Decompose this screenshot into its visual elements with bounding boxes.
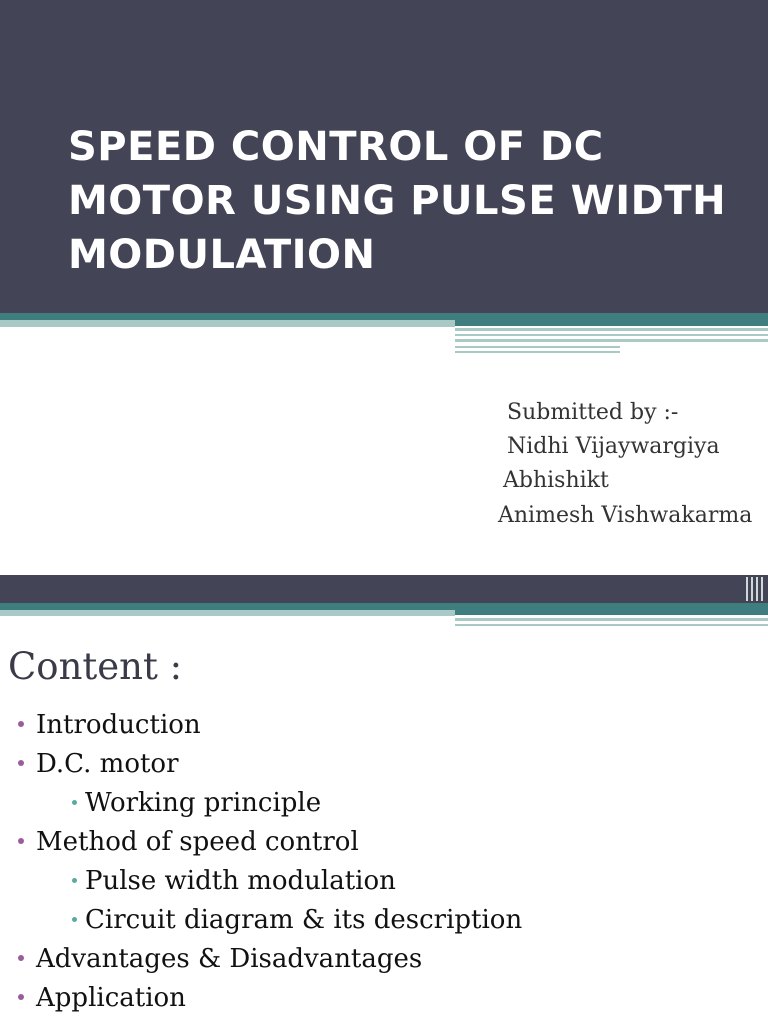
teal-stripe-right — [455, 610, 768, 615]
bullet-icon — [18, 838, 24, 844]
header-band — [0, 575, 768, 603]
list-item: Introduction — [18, 710, 201, 740]
list-item: Application — [18, 983, 186, 1013]
content-heading: Content : — [8, 645, 183, 688]
slide-title: SPEED CONTROL OF DC MOTOR USING PULSE WI… — [68, 124, 727, 278]
thin-stripe-4 — [455, 346, 620, 348]
list-item: Circuit diagram & its description — [72, 905, 522, 935]
title-slide: SPEED CONTROL OF DC MOTOR USING PULSE WI… — [0, 0, 768, 528]
light-stripe — [0, 610, 455, 616]
decor-tick — [756, 577, 758, 601]
author-name: Animesh Vishwakarma — [498, 503, 753, 528]
author-name: Nidhi Vijaywargiya — [507, 434, 720, 459]
decor-tick — [751, 577, 753, 601]
decor-tick — [761, 577, 763, 601]
thin-stripe-3 — [455, 339, 768, 342]
list-item: Method of speed control — [18, 827, 359, 857]
list-item: Pulse width modulation — [72, 866, 396, 896]
bullet-icon — [18, 760, 24, 766]
bullet-icon — [72, 877, 77, 883]
thin-stripe-5 — [455, 351, 620, 353]
bullet-icon — [18, 955, 24, 961]
thin-stripe-2 — [455, 334, 768, 336]
content-list: Introduction D.C. motor Working principl… — [0, 575, 768, 1024]
author-name: Abhishikt — [503, 468, 609, 493]
teal-stripe — [0, 603, 768, 610]
thin-stripe-1 — [455, 328, 768, 331]
title-band — [0, 0, 768, 313]
content-slide: Content : Introduction D.C. motor Workin… — [0, 575, 768, 1024]
thin-stripe-2 — [455, 624, 768, 626]
teal-stripe-right — [455, 320, 768, 326]
list-item: Advantages & Disadvantages — [18, 944, 422, 974]
bullet-icon — [72, 799, 77, 805]
bullet-icon — [18, 721, 24, 727]
light-stripe — [0, 320, 455, 327]
submitted-by-label: Submitted by :- — [507, 400, 679, 425]
thin-stripe-1 — [455, 618, 768, 621]
list-item: Working principle — [72, 788, 321, 818]
bullet-icon — [18, 994, 24, 1000]
teal-stripe — [0, 313, 768, 320]
list-item: D.C. motor — [18, 749, 179, 779]
bullet-icon — [72, 916, 77, 922]
decor-tick — [746, 577, 748, 601]
